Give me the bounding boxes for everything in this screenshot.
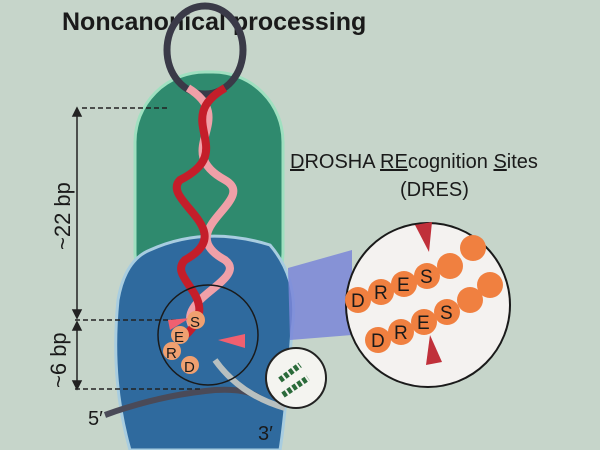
dres-row-top: D R E S xyxy=(345,235,486,313)
svg-text:S: S xyxy=(420,267,433,288)
dres-row-bottom: D R E S xyxy=(365,272,503,353)
residue-r: R xyxy=(166,345,177,362)
long-stem-label: ~22 bp xyxy=(50,182,75,250)
svg-text:D: D xyxy=(371,331,385,352)
three-prime-label: 3′ xyxy=(258,423,273,445)
dsrbd-inset xyxy=(265,347,327,409)
cleavage-arrow-icon xyxy=(426,335,442,365)
residue-s: S xyxy=(190,314,200,331)
dimension-lines xyxy=(71,106,200,391)
cleavage-arrow-icon xyxy=(218,334,245,348)
motif-residues: S E R D xyxy=(163,311,205,376)
svg-text:R: R xyxy=(394,323,408,344)
three-prime-strand xyxy=(212,358,286,411)
dres-heading: DROSHA REcognition Sites xyxy=(290,151,538,173)
apical-loop xyxy=(163,2,247,98)
svg-text:R: R xyxy=(374,283,388,304)
dsrbd-protein-icon xyxy=(278,362,310,398)
cleavage-arrow-icon xyxy=(415,222,432,252)
residue-d: D xyxy=(184,359,195,376)
rna-helix xyxy=(172,84,238,344)
dres-abbreviation: (DRES) xyxy=(400,179,469,201)
short-stem-label: ~6 bp xyxy=(46,332,71,388)
active-site-circle xyxy=(157,284,259,386)
cleavage-arrow-icon xyxy=(168,318,190,330)
five-prime-label: 5′ xyxy=(88,408,103,430)
blue-protein-domain xyxy=(114,234,296,450)
svg-text:E: E xyxy=(417,313,430,334)
svg-text:E: E xyxy=(397,275,410,296)
svg-text:S: S xyxy=(440,303,453,324)
residue-e: E xyxy=(174,329,184,346)
svg-text:D: D xyxy=(351,291,365,312)
title: Noncanonical processing xyxy=(62,8,366,36)
zoom-connector xyxy=(288,250,352,340)
